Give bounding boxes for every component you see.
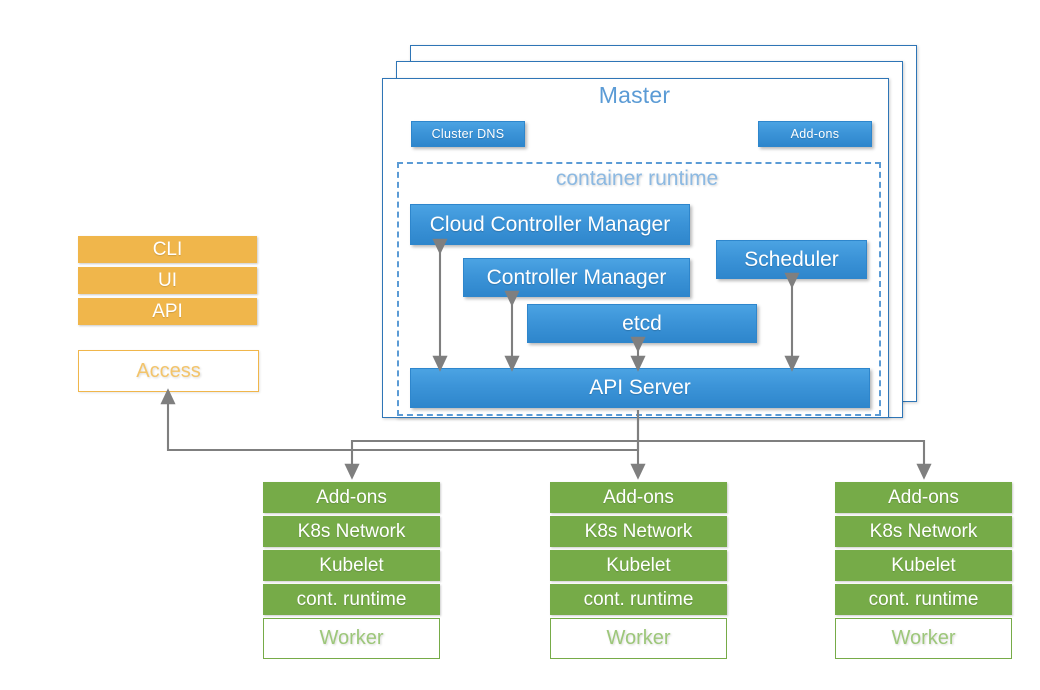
- worker-layer-addons[interactable]: Add-ons: [835, 482, 1012, 513]
- worker-layer-cont-runtime[interactable]: cont. runtime: [550, 584, 727, 615]
- worker-layer-k8s-network[interactable]: K8s Network: [263, 516, 440, 547]
- worker-layer-cont-runtime[interactable]: cont. runtime: [835, 584, 1012, 615]
- master-addons-box[interactable]: Add-ons: [758, 121, 872, 147]
- worker-layer-kubelet[interactable]: Kubelet: [550, 550, 727, 581]
- etcd-box[interactable]: etcd: [527, 304, 757, 343]
- arrow-apiserver-worker-3: [638, 439, 932, 480]
- api-server-box[interactable]: API Server: [410, 368, 870, 408]
- worker-label: Worker: [550, 618, 727, 659]
- container-runtime-title: container runtime: [555, 167, 719, 190]
- worker-node-3: Add-ons K8s Network Kubelet cont. runtim…: [835, 482, 1012, 659]
- worker-label: Worker: [263, 618, 440, 659]
- worker-node-1: Add-ons K8s Network Kubelet cont. runtim…: [263, 482, 440, 659]
- worker-node-2: Add-ons K8s Network Kubelet cont. runtim…: [550, 482, 727, 659]
- cluster-dns-box[interactable]: Cluster DNS: [411, 121, 525, 147]
- access-group-label: Access: [78, 350, 259, 392]
- worker-layer-cont-runtime[interactable]: cont. runtime: [263, 584, 440, 615]
- worker-layer-kubelet[interactable]: Kubelet: [835, 550, 1012, 581]
- master-title: Master: [598, 82, 671, 108]
- scheduler-box[interactable]: Scheduler: [716, 240, 867, 279]
- worker-layer-kubelet[interactable]: Kubelet: [263, 550, 440, 581]
- worker-layer-addons[interactable]: Add-ons: [550, 482, 727, 513]
- worker-layer-k8s-network[interactable]: K8s Network: [835, 516, 1012, 547]
- arrow-apiserver-worker-1: [344, 439, 638, 480]
- access-layer-api[interactable]: API: [78, 298, 257, 325]
- access-layer-ui[interactable]: UI: [78, 267, 257, 294]
- controller-manager-box[interactable]: Controller Manager: [463, 258, 690, 297]
- worker-label: Worker: [835, 618, 1012, 659]
- worker-layer-k8s-network[interactable]: K8s Network: [550, 516, 727, 547]
- access-layer-cli[interactable]: CLI: [78, 236, 257, 263]
- cloud-controller-manager-box[interactable]: Cloud Controller Manager: [410, 204, 690, 245]
- worker-layer-addons[interactable]: Add-ons: [263, 482, 440, 513]
